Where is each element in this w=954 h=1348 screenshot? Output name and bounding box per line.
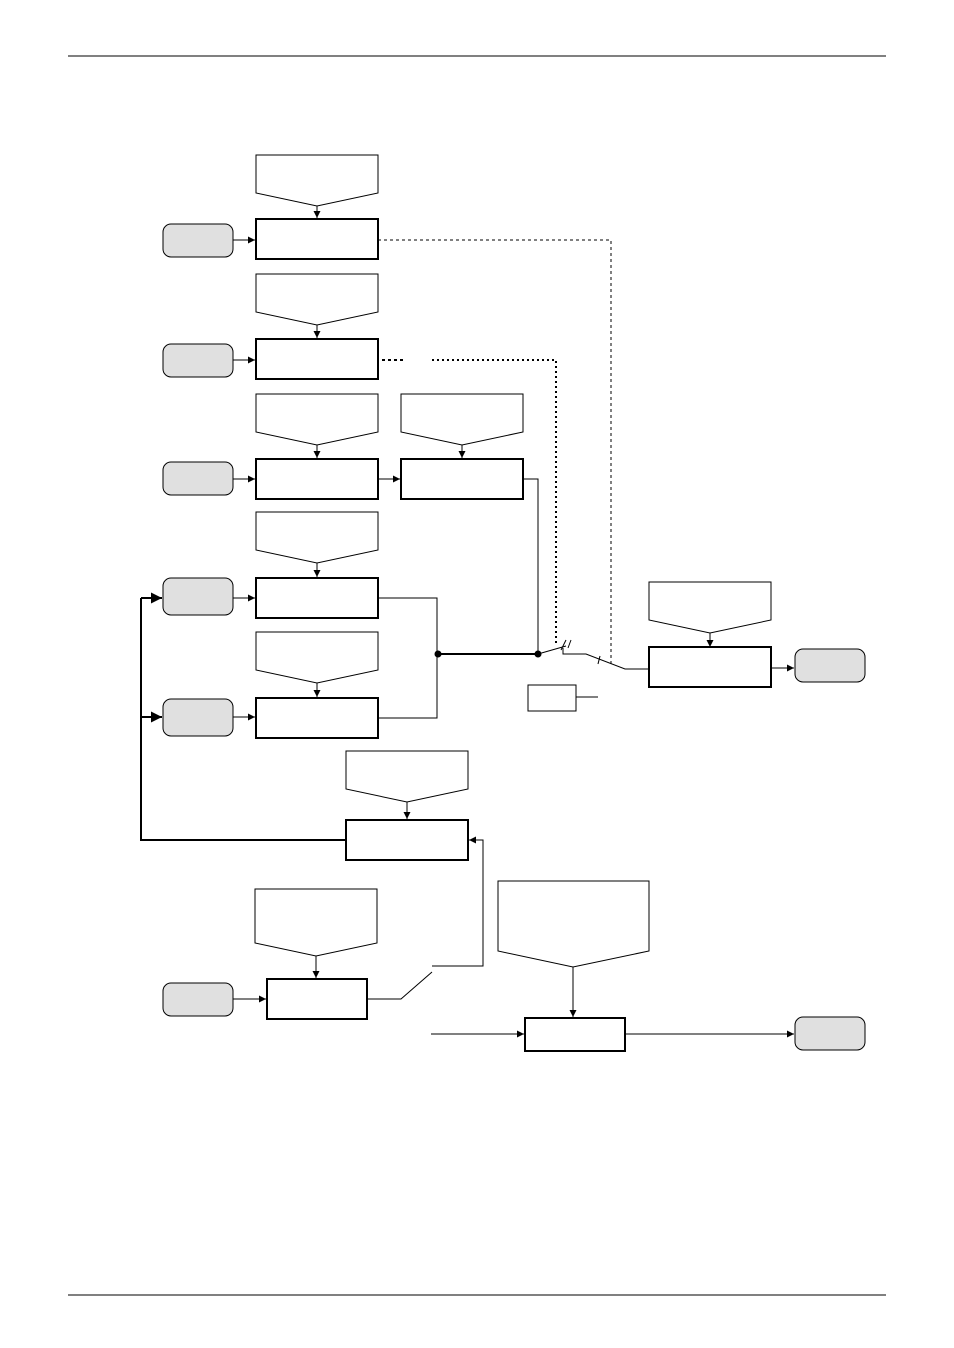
function-block-8 [345,819,469,861]
function-block-5 [255,577,379,619]
parameter-callout-2 [255,273,379,326]
parameter-callout-4 [400,393,524,446]
parameter-callout-6 [255,631,379,684]
dashed-link-1 [378,239,612,664]
input-terminal-2 [162,343,234,378]
output-terminal-1 [794,648,866,683]
parameter-callout-9 [254,888,378,957]
function-block-6 [255,697,379,739]
block5-output-line [378,597,438,654]
function-block-10 [524,1017,626,1052]
function-block-9 [266,978,368,1020]
function-block-1 [255,218,379,260]
block9-switch-line [367,971,433,1000]
function-block-2 [255,338,379,380]
input-terminal-4 [162,577,234,616]
parameter-callout-8 [345,750,469,803]
parameter-callout-3 [255,393,379,446]
parameter-callout-5 [255,511,379,564]
switch-tick-3 [597,655,601,665]
parameter-callout-1 [255,154,379,207]
block4-output-line [523,478,539,654]
junction-dot-1 [434,650,442,658]
switch-tick-2 [567,639,572,649]
dashed-link-2b [432,359,557,646]
function-block-4 [400,458,524,500]
input-terminal-1 [162,223,234,258]
switch-contact-line [537,645,567,655]
output-terminal-2 [794,1016,866,1051]
switch-tick-1 [560,639,567,651]
parameter-callout-10 [497,880,650,968]
switch-to-block8-arrow [432,836,484,967]
input-terminal-5 [162,698,234,737]
block6-output-line [378,654,438,719]
function-block-3 [255,458,379,500]
input-terminal-3 [162,461,234,496]
parameter-callout-7 [648,581,772,634]
small-label-box [527,684,577,712]
switch-blade [562,648,649,670]
function-block-7 [648,646,772,688]
feedback-loop-line [140,598,346,841]
input-terminal-6 [162,982,234,1017]
